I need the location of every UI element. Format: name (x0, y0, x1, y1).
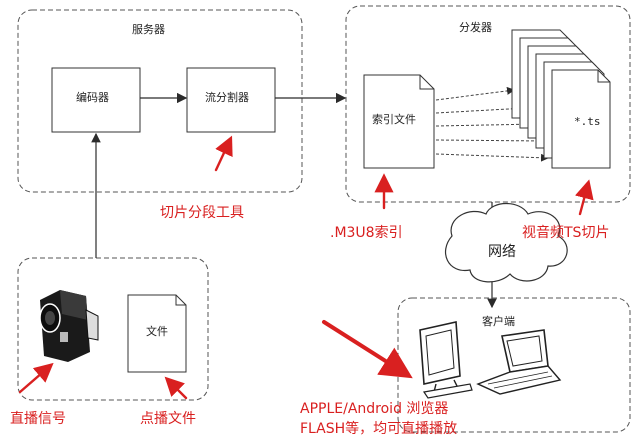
players-annotation-line1: APPLE/Android 浏览器 (300, 401, 449, 417)
client-title: 客户端 (482, 315, 515, 328)
source-file-label: 文件 (146, 325, 168, 338)
slicing-tool-annotation: 切片分段工具 (160, 205, 244, 221)
ts-slices-arrow (575, 179, 594, 216)
distributor-title: 分发器 (459, 21, 492, 34)
segmenter-label: 流分割器 (205, 91, 249, 104)
vod-file-annotation: 点播文件 (140, 411, 196, 427)
live-signal-annotation: 直播信号 (10, 411, 66, 427)
ts-file-stack (511, 29, 611, 169)
annotation-arrows (18, 135, 594, 400)
network-label: 网络 (488, 244, 516, 260)
desktop-monitor-icon (419, 321, 473, 399)
server-title: 服务器 (132, 23, 165, 36)
encoder-box (51, 67, 141, 133)
video-camera-icon (39, 290, 99, 362)
distributor-box (345, 5, 631, 203)
server-box (17, 9, 303, 193)
source-file-doc (127, 294, 187, 373)
network-cloud (444, 202, 568, 283)
m3u8-index-annotation: .M3U8索引 (330, 225, 403, 241)
index-link-arrow-1 (435, 86, 515, 101)
players-annotation-line2: FLASH等，均可直播播放 (300, 421, 458, 437)
index-link-arrow-4 (435, 136, 546, 145)
vod-file-arrow (164, 376, 188, 400)
index-file-doc (363, 74, 435, 169)
ts-slices-annotation: 视音频TS切片 (522, 225, 610, 241)
segmenter-box (186, 67, 276, 133)
index-link-arrow-5 (435, 153, 549, 162)
source-box (17, 257, 209, 401)
encoder-label: 编码器 (76, 91, 109, 104)
players-arrow (322, 320, 413, 379)
slicing-tool-arrow (214, 135, 233, 172)
index-file-label: 索引文件 (372, 113, 416, 126)
ts-file-label: *.ts (574, 115, 601, 128)
live-signal-arrow (18, 362, 54, 394)
index-link-arrow-2 (435, 104, 527, 114)
laptop-icon (476, 329, 562, 395)
